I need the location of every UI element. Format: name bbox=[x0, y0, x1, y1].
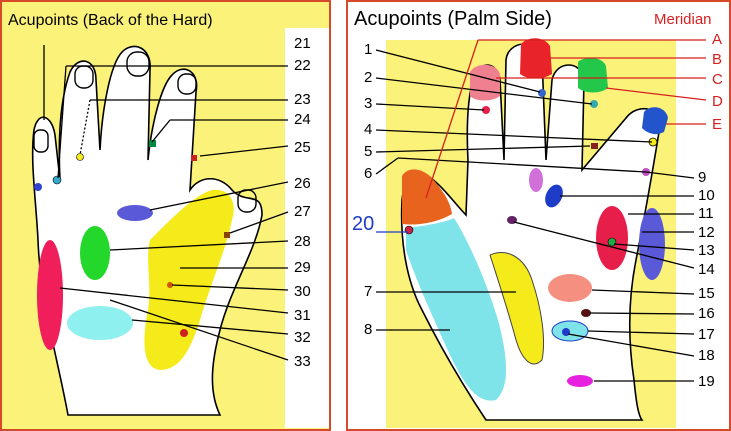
label-7: 7 bbox=[364, 284, 372, 299]
label-28: 28 bbox=[294, 234, 311, 249]
red-zone bbox=[37, 240, 63, 350]
green-zone bbox=[80, 226, 110, 280]
meridian-a: A bbox=[712, 32, 722, 47]
meridian-c: C bbox=[712, 72, 723, 87]
label-6: 6 bbox=[364, 166, 372, 181]
blue-zone bbox=[117, 205, 153, 221]
label-18: 18 bbox=[698, 348, 715, 363]
label-16: 16 bbox=[698, 306, 715, 321]
label-10: 10 bbox=[698, 188, 715, 203]
label-5: 5 bbox=[364, 144, 372, 159]
label-31: 31 bbox=[294, 308, 311, 323]
label-12: 12 bbox=[698, 225, 715, 240]
label-9: 9 bbox=[698, 170, 706, 185]
label-33: 33 bbox=[294, 354, 311, 369]
salmon-zone bbox=[548, 274, 592, 302]
palm-side-panel: Acupoints (Palm Side) Meridian A B C D E… bbox=[346, 0, 731, 431]
meridian-d: D bbox=[712, 94, 723, 109]
label-19: 19 bbox=[698, 374, 715, 389]
label-14: 14 bbox=[698, 262, 715, 277]
label-3: 3 bbox=[364, 96, 372, 111]
tip-e bbox=[642, 107, 668, 134]
label-8: 8 bbox=[364, 322, 372, 337]
label-1: 1 bbox=[364, 42, 372, 57]
palm-side-title: Acupoints (Palm Side) bbox=[354, 8, 552, 31]
tip-a bbox=[520, 38, 552, 78]
label-22: 22 bbox=[294, 58, 311, 73]
label-17: 17 bbox=[698, 327, 715, 342]
label-4: 4 bbox=[364, 122, 372, 137]
label-20: 20 bbox=[352, 214, 374, 234]
label-11: 11 bbox=[698, 206, 714, 221]
magenta-zone bbox=[567, 375, 593, 387]
label-25: 25 bbox=[294, 140, 311, 155]
label-32: 32 bbox=[294, 330, 311, 345]
tip-b bbox=[470, 65, 500, 101]
label-30: 30 bbox=[294, 284, 311, 299]
label-15: 15 bbox=[698, 286, 715, 301]
label-2: 2 bbox=[364, 70, 372, 85]
purple-zone bbox=[529, 168, 543, 192]
back-of-hand-panel: Acupoints (Back of the Hard) 21 22 23 24… bbox=[0, 0, 331, 431]
back-of-hand-title: Acupoints (Back of the Hard) bbox=[8, 12, 213, 30]
meridian-label: Meridian bbox=[654, 12, 712, 27]
palm-side-illustration bbox=[346, 0, 731, 431]
blue-zone bbox=[639, 208, 665, 280]
back-of-hand-illustration bbox=[0, 0, 331, 431]
tip-c bbox=[578, 58, 608, 93]
cyan-small-zone bbox=[552, 321, 588, 341]
label-23: 23 bbox=[294, 92, 311, 107]
label-26: 26 bbox=[294, 176, 311, 191]
label-13: 13 bbox=[698, 243, 715, 258]
meridian-e: E bbox=[712, 117, 722, 132]
label-24: 24 bbox=[294, 112, 311, 127]
label-29: 29 bbox=[294, 260, 311, 275]
cyan-zone bbox=[67, 306, 133, 340]
meridian-b: B bbox=[712, 52, 722, 67]
label-21: 21 bbox=[294, 36, 311, 51]
label-27: 27 bbox=[294, 204, 311, 219]
